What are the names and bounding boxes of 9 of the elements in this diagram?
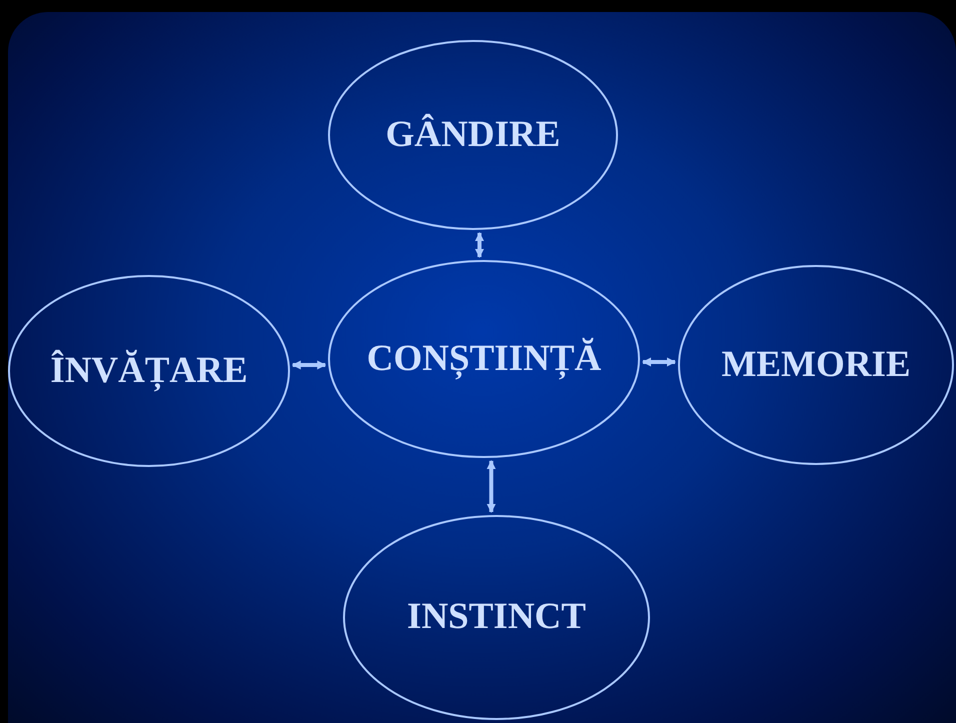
- node-label: ÎNVĂȚARE: [50, 348, 248, 394]
- node-label: MEMORIE: [721, 342, 911, 387]
- node-label: GÂNDIRE: [386, 112, 560, 157]
- double-arrow: [475, 232, 484, 258]
- node-label: CONȘTIINȚĂ: [366, 336, 602, 382]
- node-label: INSTINCT: [407, 595, 586, 640]
- double-arrow: [486, 460, 496, 513]
- double-arrow: [292, 360, 326, 370]
- double-arrow: [642, 358, 676, 366]
